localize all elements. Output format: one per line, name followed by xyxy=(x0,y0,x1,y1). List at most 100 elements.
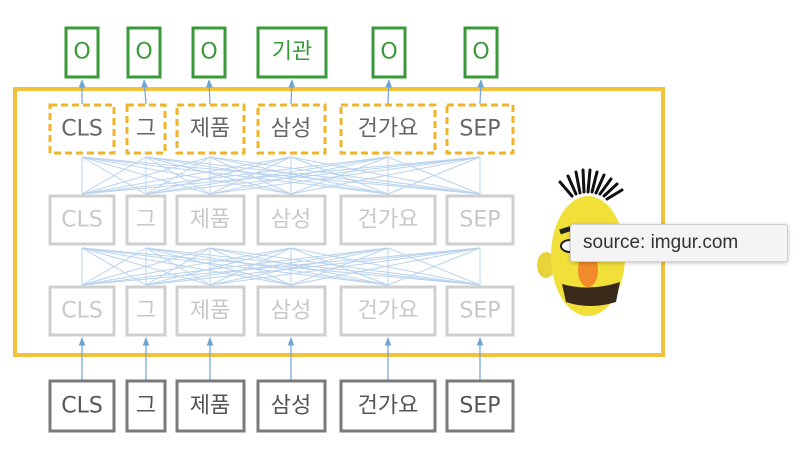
model-frame xyxy=(13,87,665,357)
attention-connection-line xyxy=(290,247,481,286)
hidden-token-box: SEP xyxy=(445,285,515,337)
output-token-text: SEP xyxy=(459,117,500,142)
attention-connection-line xyxy=(81,156,292,195)
attention-connection-line xyxy=(145,247,211,286)
input-token-box: 제품 xyxy=(175,379,246,433)
vertical-arrows xyxy=(78,79,485,380)
input-token-text: 건가요 xyxy=(358,394,419,419)
hidden-token-box: 그 xyxy=(125,194,167,246)
hidden-token-box: SEP xyxy=(445,194,515,246)
input-token-text: SEP xyxy=(459,394,500,419)
label-text: 기관 xyxy=(272,40,312,65)
attention-connection-line xyxy=(209,156,481,195)
attention-connection-line xyxy=(387,156,481,195)
label-text: O xyxy=(200,40,217,65)
attention-connection-line xyxy=(209,156,292,195)
attention-connection-line xyxy=(290,247,389,286)
output-token-text: 그 xyxy=(136,117,156,142)
label-box: O xyxy=(463,26,499,79)
hidden-token-box: CLS xyxy=(48,194,116,246)
input-token-text: 그 xyxy=(136,394,156,419)
hidden-token-text: 제품 xyxy=(190,208,230,233)
bert-mouth xyxy=(562,282,620,306)
attention-connection-line xyxy=(290,156,481,195)
hidden-token-box: 건가요 xyxy=(339,194,437,246)
attention-connection-line xyxy=(81,156,389,195)
hidden-token-text: CLS xyxy=(61,299,103,324)
hidden-token-text: 삼성 xyxy=(271,299,311,324)
hidden-token-text: 건가요 xyxy=(358,208,419,233)
attention-connection-line xyxy=(145,156,481,195)
output-token-box: 제품 xyxy=(175,103,246,155)
attention-connection-line xyxy=(81,156,147,195)
output-token-text: 삼성 xyxy=(271,117,311,142)
attention-connection-line xyxy=(209,247,481,286)
output-layer: CLS 그 제품 삼성 건가요 SEP xyxy=(48,103,515,155)
image-source-tooltip: source: imgur.com xyxy=(570,224,788,262)
output-token-text: 제품 xyxy=(190,117,230,142)
input-token-box: CLS xyxy=(48,379,116,433)
attention-connection-line xyxy=(145,247,292,286)
label-box: O xyxy=(371,26,407,79)
attention-connection-line xyxy=(209,247,292,286)
label-box: O xyxy=(191,26,227,79)
attention-connection-line xyxy=(81,247,481,286)
input-token-text: 삼성 xyxy=(271,394,311,419)
label-arrow xyxy=(385,79,393,105)
attention-connection-line xyxy=(387,247,481,286)
attention-connection-line xyxy=(145,156,389,195)
label-box: O xyxy=(64,26,100,79)
hidden-token-box: 그 xyxy=(125,285,167,337)
hidden-token-text: 건가요 xyxy=(358,299,419,324)
tooltip-text: source: imgur.com xyxy=(583,232,739,253)
hidden-layer: CLS 그 제품 삼성 건가요 SEP xyxy=(48,285,515,337)
output-token-box: 그 xyxy=(125,103,167,155)
label-text: O xyxy=(73,40,90,65)
hidden-token-box: 삼성 xyxy=(256,194,327,246)
attention-connection-line xyxy=(145,247,481,286)
hidden-layer: CLS 그 제품 삼성 건가요 SEP xyxy=(48,194,515,246)
attention-connection-line xyxy=(209,156,389,195)
input-token-text: CLS xyxy=(61,394,103,419)
output-token-box: CLS xyxy=(48,103,116,155)
output-token-box: 삼성 xyxy=(256,103,327,155)
input-token-box: 그 xyxy=(125,379,167,433)
attention-connection-line xyxy=(81,247,147,286)
hidden-token-text: CLS xyxy=(61,208,103,233)
label-arrow xyxy=(288,79,296,105)
label-text: O xyxy=(472,40,489,65)
attention-connection-line xyxy=(145,156,292,195)
label-text: O xyxy=(380,40,397,65)
hidden-token-box: 제품 xyxy=(175,285,246,337)
label-arrow xyxy=(477,79,485,105)
hidden-token-text: SEP xyxy=(459,208,500,233)
attention-connection-line xyxy=(145,247,389,286)
label-text: O xyxy=(135,40,152,65)
attention-connection-line xyxy=(81,156,211,195)
input-token-box: 삼성 xyxy=(256,379,327,433)
input-token-text: 제품 xyxy=(190,394,230,419)
input-layer: CLS 그 제품 삼성 건가요 SEP xyxy=(48,379,515,433)
attention-connection-line xyxy=(81,247,292,286)
label-row: O O O 기관 O O xyxy=(64,26,499,79)
output-token-box: SEP xyxy=(445,103,515,155)
hidden-token-text: SEP xyxy=(459,299,500,324)
hidden-token-text: 삼성 xyxy=(271,208,311,233)
label-box: 기관 xyxy=(256,26,328,79)
hidden-token-box: 제품 xyxy=(175,194,246,246)
output-token-box: 건가요 xyxy=(339,103,437,155)
hidden-token-text: 그 xyxy=(136,208,156,233)
attention-connections xyxy=(81,156,481,286)
bert-ear-left xyxy=(537,252,555,278)
output-token-text: 건가요 xyxy=(358,117,419,142)
input-token-box: 건가요 xyxy=(339,379,437,433)
attention-connection-line xyxy=(145,156,211,195)
hidden-token-box: CLS xyxy=(48,285,116,337)
bert-hair xyxy=(558,168,624,201)
hidden-token-box: 삼성 xyxy=(256,285,327,337)
attention-connection-line xyxy=(81,247,389,286)
attention-connection-line xyxy=(290,156,389,195)
output-token-text: CLS xyxy=(61,117,103,142)
label-arrow xyxy=(205,79,213,105)
